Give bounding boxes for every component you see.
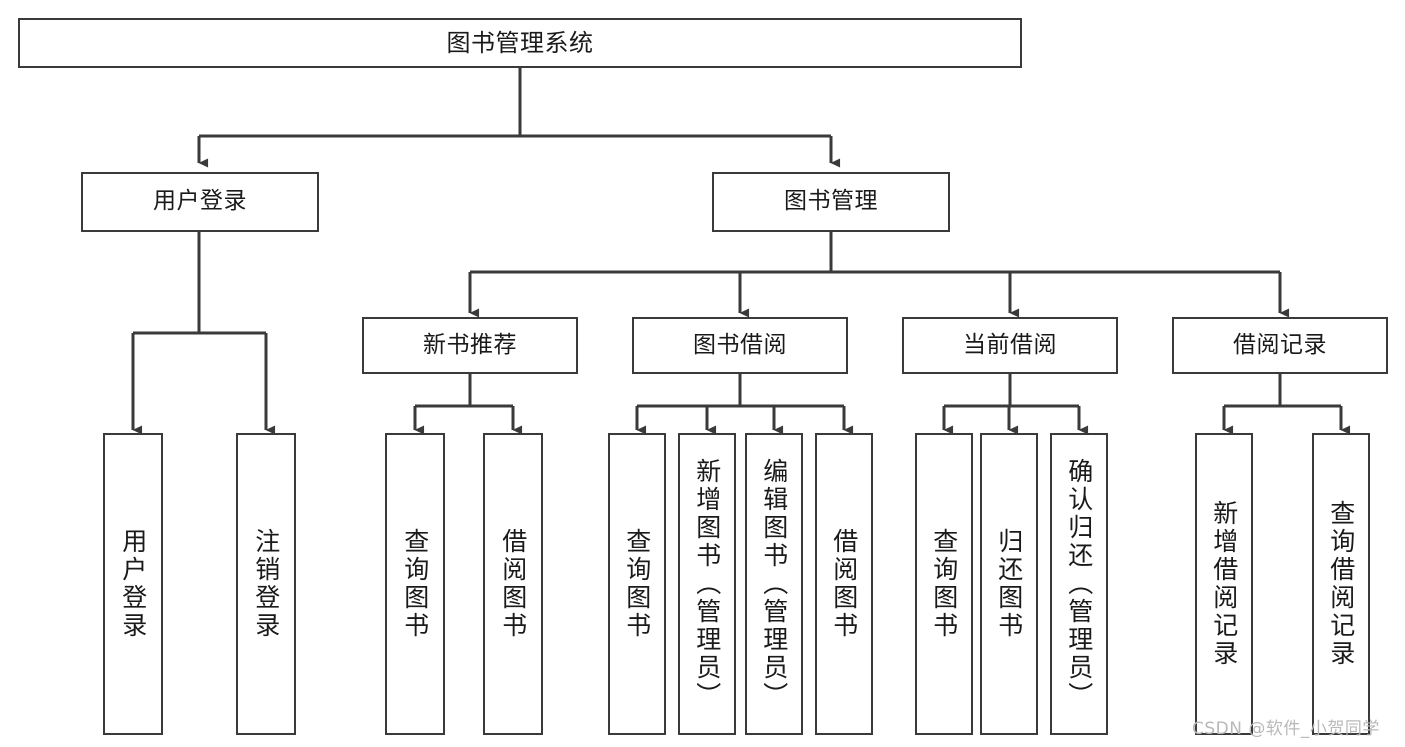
leaf-borrow-query-book[interactable]: 查询图书 xyxy=(608,433,666,735)
leaf-record-query[interactable]: 查询借阅记录 xyxy=(1312,433,1370,735)
node-current-borrow[interactable]: 当前借阅 xyxy=(902,317,1118,374)
node-borrow-record[interactable]: 借阅记录 xyxy=(1172,317,1388,374)
node-new-book-recommend[interactable]: 新书推荐 xyxy=(362,317,578,374)
node-label: 查询借阅记录 xyxy=(1326,500,1356,668)
node-label: 确认归还（管理员） xyxy=(1064,458,1094,710)
node-label: 用户登录 xyxy=(153,188,247,215)
leaf-borrow-edit-book-admin[interactable]: 编辑图书（管理员） xyxy=(745,433,803,735)
node-label: 借阅图书 xyxy=(829,528,859,640)
leaf-borrow-add-book-admin[interactable]: 新增图书（管理员） xyxy=(678,433,736,735)
leaf-borrow-borrow-book[interactable]: 借阅图书 xyxy=(815,433,873,735)
node-label: 借阅记录 xyxy=(1233,331,1327,358)
leaf-current-confirm-return-admin[interactable]: 确认归还（管理员） xyxy=(1050,433,1108,735)
leaf-new-book-query[interactable]: 查询图书 xyxy=(385,433,445,735)
node-label: 查询图书 xyxy=(622,528,652,640)
node-user-login[interactable]: 用户登录 xyxy=(81,172,319,232)
node-label: 新增借阅记录 xyxy=(1209,500,1239,668)
leaf-new-book-borrow[interactable]: 借阅图书 xyxy=(483,433,543,735)
node-label: 图书管理 xyxy=(784,188,878,215)
leaf-record-add[interactable]: 新增借阅记录 xyxy=(1195,433,1253,735)
node-label: 查询图书 xyxy=(929,528,959,640)
node-label: 编辑图书（管理员） xyxy=(759,458,789,710)
node-label: 当前借阅 xyxy=(963,331,1057,358)
leaf-current-return-book[interactable]: 归还图书 xyxy=(980,433,1038,735)
node-label: 图书借阅 xyxy=(693,331,787,358)
node-label: 图书管理系统 xyxy=(446,28,594,57)
node-label: 查询图书 xyxy=(400,528,430,640)
node-label: 用户登录 xyxy=(118,528,148,640)
leaf-user-login-signin[interactable]: 用户登录 xyxy=(103,433,163,735)
node-label: 借阅图书 xyxy=(498,528,528,640)
node-label: 注销登录 xyxy=(251,528,281,640)
node-label: 归还图书 xyxy=(994,528,1024,640)
node-book-management[interactable]: 图书管理 xyxy=(712,172,950,232)
node-root-system[interactable]: 图书管理系统 xyxy=(18,18,1022,68)
node-label: 新增图书（管理员） xyxy=(692,458,722,710)
csdn-watermark: CSDN @软件_小贺同学 xyxy=(1192,719,1380,739)
leaf-user-login-signout[interactable]: 注销登录 xyxy=(236,433,296,735)
leaf-current-query-book[interactable]: 查询图书 xyxy=(915,433,973,735)
node-book-borrow[interactable]: 图书借阅 xyxy=(632,317,848,374)
node-label: 新书推荐 xyxy=(423,331,517,358)
